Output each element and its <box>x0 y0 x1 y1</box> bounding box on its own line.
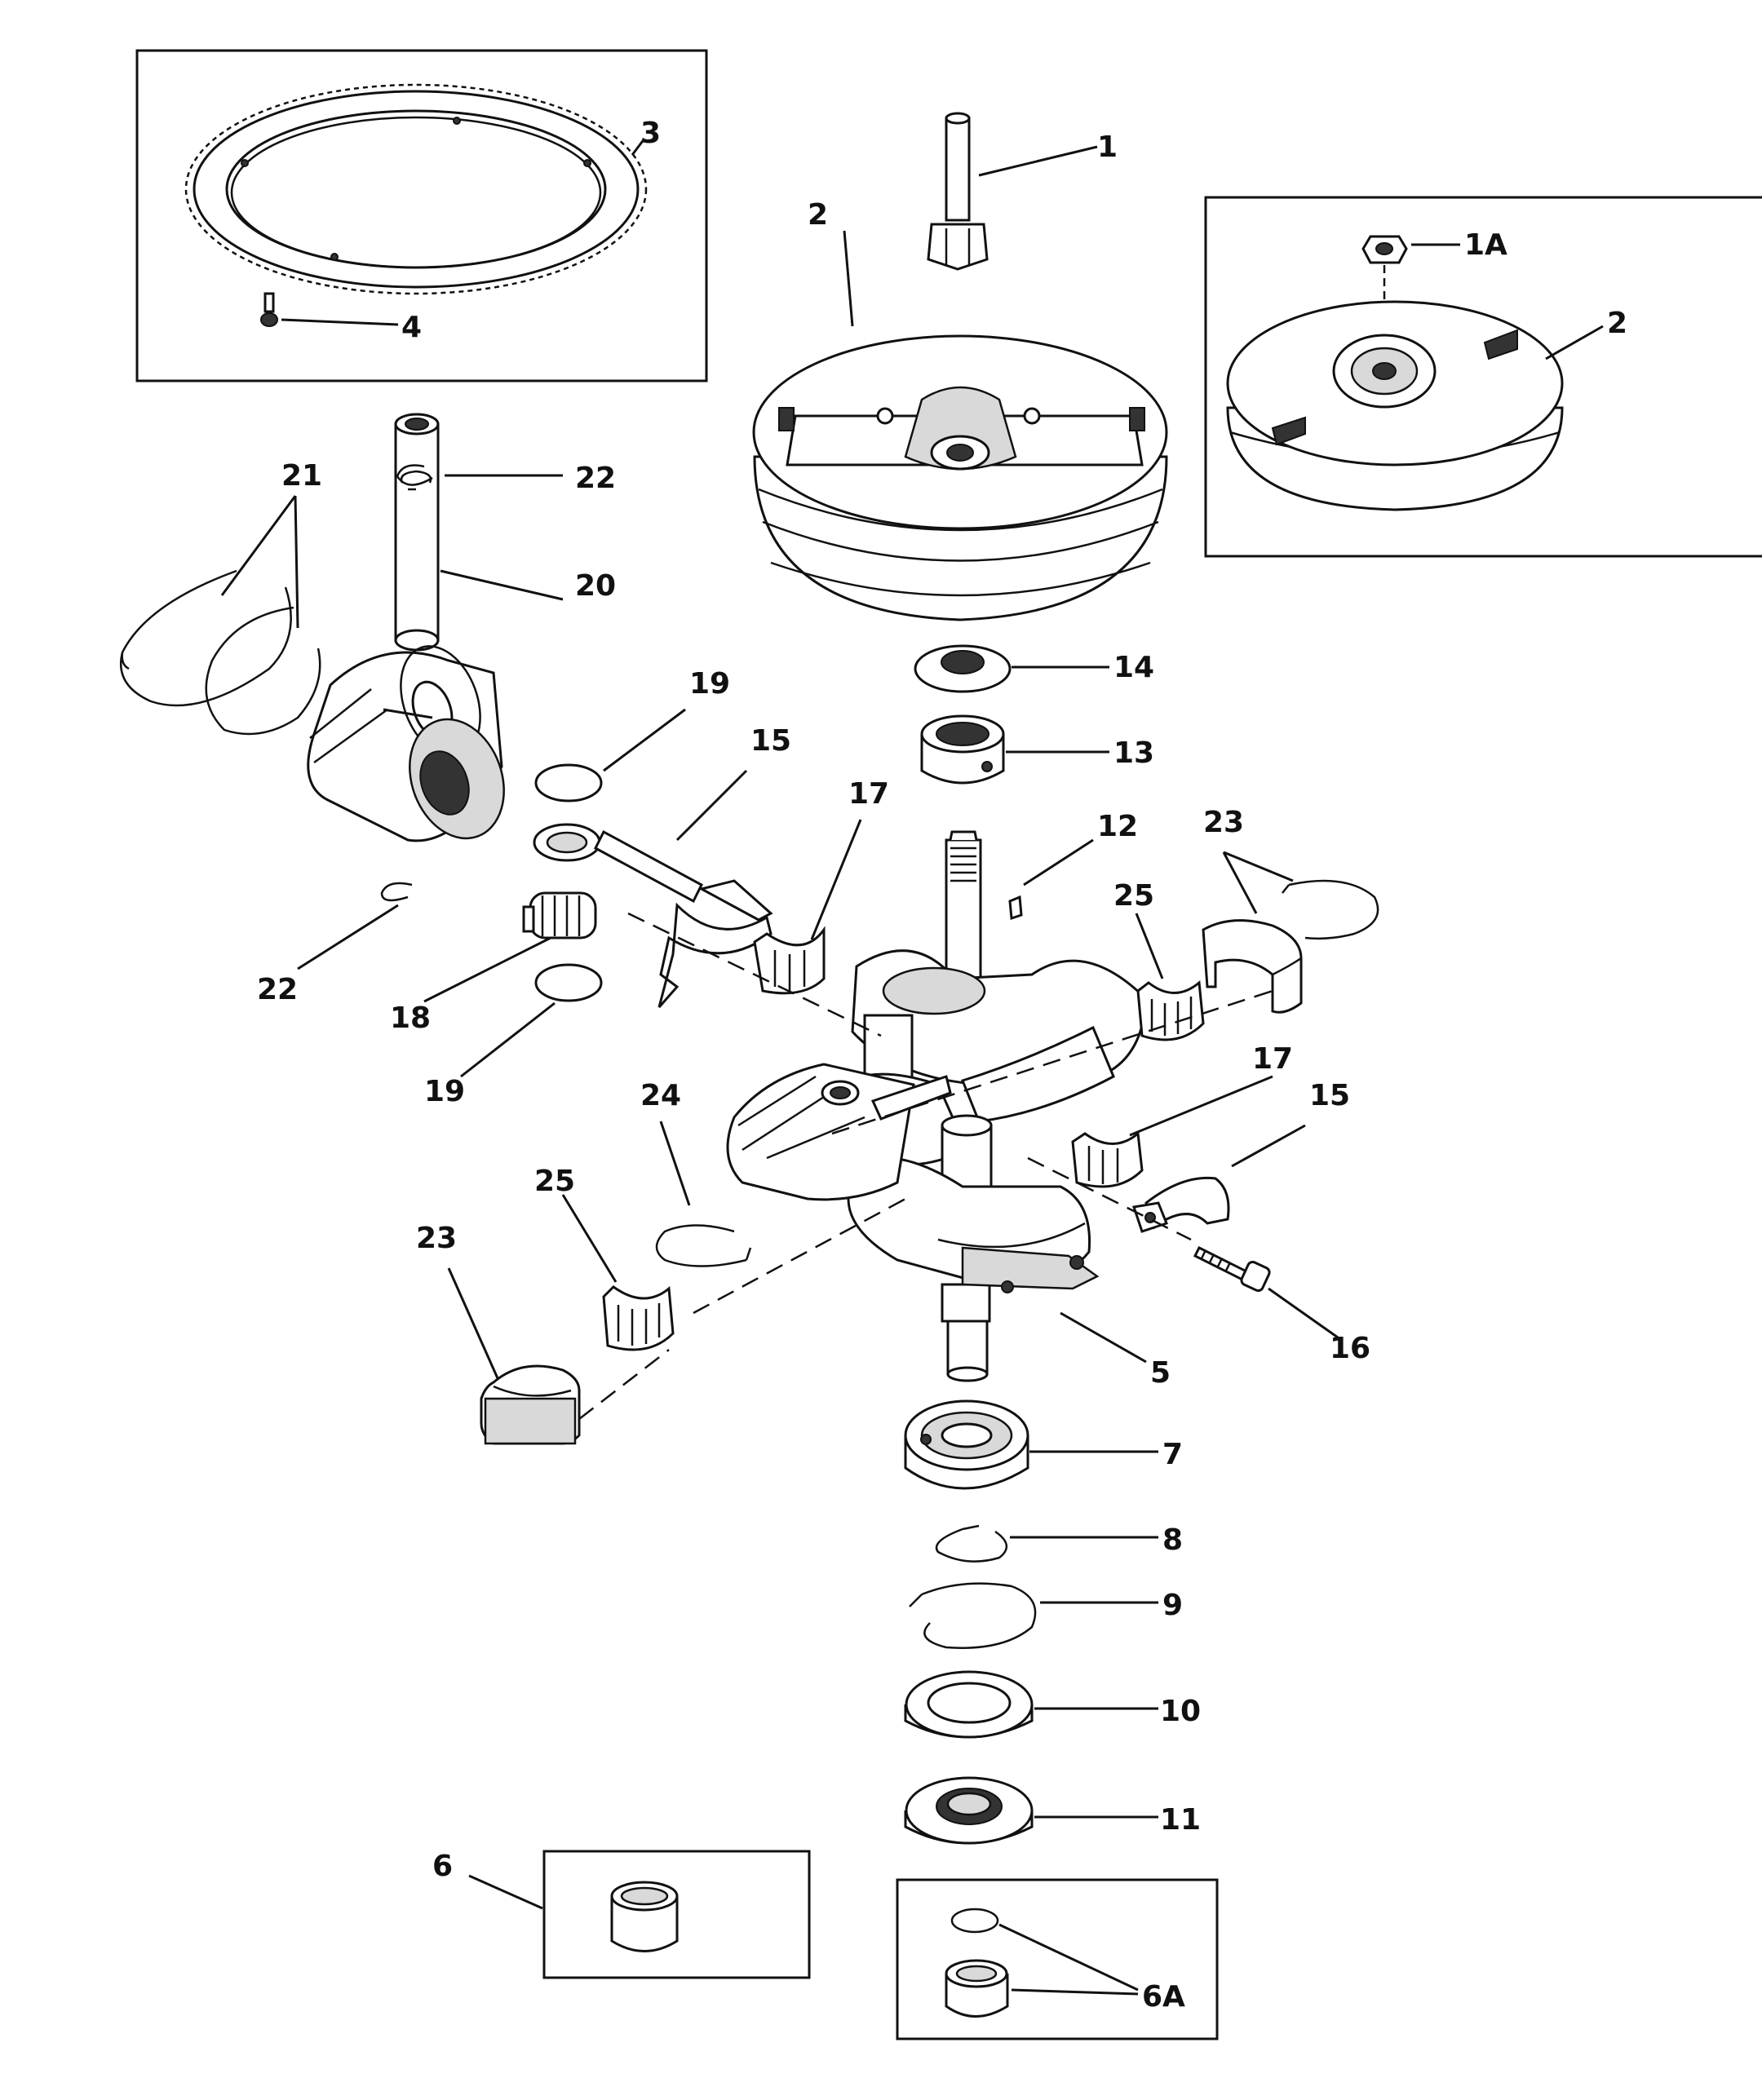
rod-bearing-half-lower <box>1071 1131 1144 1188</box>
ring-gear <box>184 83 648 295</box>
bushing-oring <box>950 1908 999 1934</box>
piston-pin-clip-lower <box>380 882 413 902</box>
flywheel-bolt <box>927 112 989 271</box>
snap-ring-small <box>935 1524 1007 1563</box>
callout-2: 2 <box>808 198 828 232</box>
connecting-rod <box>533 823 773 1008</box>
ring-gear-screw <box>260 292 278 327</box>
callout-25-left: 25 <box>534 1165 575 1198</box>
callout-22: 22 <box>575 462 616 495</box>
flywheel <box>752 334 1168 621</box>
callout-20: 20 <box>575 569 616 603</box>
callout-11: 11 <box>1160 1803 1201 1837</box>
flywheel-alt-inset-box <box>1204 196 1762 558</box>
callout-7: 7 <box>1162 1438 1183 1471</box>
callout-25-right: 25 <box>1113 879 1154 913</box>
callout-15: 15 <box>750 724 791 758</box>
callout-14: 14 <box>1113 651 1154 684</box>
bushing-inset-box <box>542 1850 811 1979</box>
upper-seal <box>914 644 1012 693</box>
rod-cap <box>1132 1176 1230 1233</box>
callout-17-right: 17 <box>1252 1042 1293 1076</box>
main-bearing-half-left <box>602 1285 675 1351</box>
bushing-alternate <box>945 1959 1009 2018</box>
ring-gear-inset-box <box>135 49 708 382</box>
lower-seal <box>904 1776 1034 1845</box>
callout-2-inset: 2 <box>1607 307 1627 340</box>
callout-19-lower: 19 <box>424 1075 465 1108</box>
main-bearing-race-right <box>1202 919 1303 1014</box>
piston <box>307 645 505 842</box>
callout-22-lower: 22 <box>257 973 298 1006</box>
callout-4: 4 <box>401 311 422 344</box>
assembly-line <box>578 1349 670 1420</box>
callout-10: 10 <box>1160 1695 1201 1728</box>
rod-bearing-half-upper <box>753 926 826 995</box>
bushing <box>610 1881 679 1952</box>
callout-15-right: 15 <box>1309 1079 1350 1112</box>
callout-5: 5 <box>1150 1356 1171 1390</box>
flywheel-nut <box>1361 235 1408 264</box>
piston-pin-bearing <box>522 891 597 939</box>
callout-8: 8 <box>1162 1523 1183 1557</box>
thrust-washer-lower <box>534 963 603 1002</box>
callout-23-left: 23 <box>416 1222 457 1255</box>
callout-1A: 1A <box>1464 228 1507 262</box>
thrust-washer-upper <box>534 763 603 802</box>
assembly-line <box>693 1197 906 1315</box>
piston-rings <box>119 569 321 736</box>
main-bearing-half-right <box>1136 980 1205 1041</box>
callout-1: 1 <box>1097 130 1118 164</box>
snap-ring-large <box>909 1582 1037 1649</box>
lower-washer <box>904 1670 1034 1739</box>
callout-24: 24 <box>640 1079 681 1112</box>
retaining-ring-right <box>1282 879 1379 940</box>
callout-21: 21 <box>281 459 322 493</box>
assembly-line <box>1027 1156 1192 1241</box>
callout-18: 18 <box>390 1001 431 1035</box>
retaining-ring-left <box>655 1224 752 1267</box>
callout-23-right: 23 <box>1203 806 1244 839</box>
piston-pin <box>394 413 440 652</box>
lower-ball-bearing <box>904 1399 1029 1490</box>
callout-16: 16 <box>1330 1332 1370 1365</box>
main-bearing-race-left <box>480 1364 581 1445</box>
upper-needle-bearing <box>920 714 1005 785</box>
piston-rod-assembly-installed <box>726 1063 952 1201</box>
flywheel-alternate <box>1226 300 1564 511</box>
callout-17: 17 <box>848 777 889 811</box>
callout-13: 13 <box>1113 736 1154 770</box>
callout-6: 6 <box>432 1850 453 1883</box>
woodruff-key <box>1008 895 1023 921</box>
rod-cap-screw <box>1193 1245 1271 1293</box>
assembly-line <box>831 989 1273 1135</box>
callout-9: 9 <box>1162 1589 1183 1622</box>
callout-6A: 6A <box>1142 1980 1185 2014</box>
callout-3: 3 <box>640 117 661 150</box>
callout-12: 12 <box>1097 810 1138 843</box>
piston-pin-clip-upper <box>396 464 433 486</box>
callout-19: 19 <box>689 667 730 701</box>
assembly-line <box>627 912 882 1037</box>
bushing-oring-inset-box <box>896 1878 1219 2040</box>
